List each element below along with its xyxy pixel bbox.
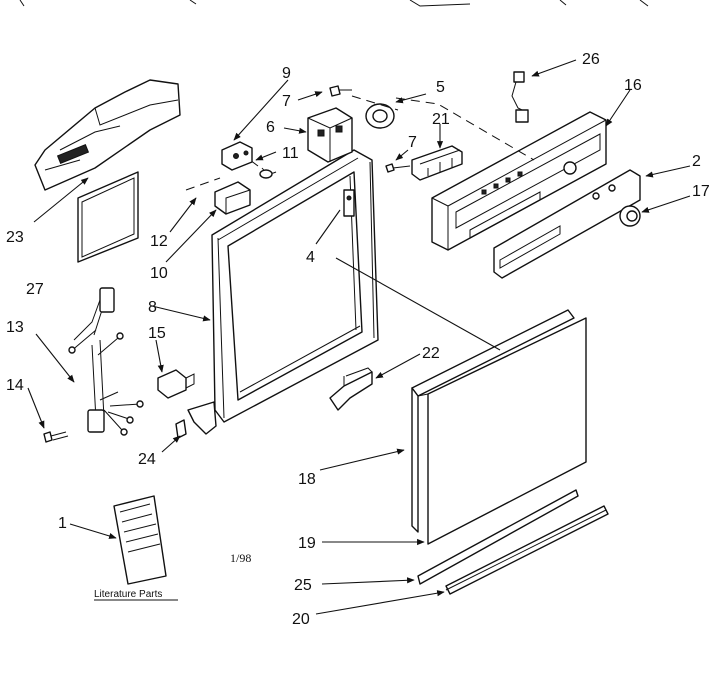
callout-4: 4 (306, 249, 315, 266)
part-14-door-switch (157, 369, 195, 399)
callout-5: 6 (266, 119, 275, 136)
literature-parts-label: Literature Parts (94, 589, 162, 600)
callout-20: 20 (292, 611, 310, 628)
top-edge-fragments (19, 0, 649, 7)
callout-18: 18 (298, 471, 316, 488)
part-23-vent-housing (34, 79, 181, 191)
callout-19: 19 (298, 535, 316, 552)
callout-7-upper: 7 (282, 93, 291, 110)
callout-24: 24 (138, 451, 156, 468)
callout-26: 26 (582, 51, 600, 68)
part-17-knob (619, 205, 641, 227)
part-5-switch-module (307, 107, 353, 163)
leader-lines (27, 59, 691, 615)
part-24-clip (175, 419, 187, 439)
callout-12: 12 (150, 233, 168, 250)
callout-21: 21 (432, 111, 450, 128)
callout-6: 5 (436, 79, 445, 96)
part-20-kick-plate (445, 505, 609, 595)
part-15-screw (43, 431, 69, 443)
callout-9: 9 (282, 65, 291, 82)
callout-16: 16 (624, 77, 642, 94)
part-18-outer-door-panel (411, 309, 587, 545)
callout-1: 1 (58, 515, 67, 532)
part-25-trim-strip (417, 489, 579, 585)
callout-23: 23 (6, 229, 24, 246)
callout-13: 13 (6, 319, 24, 336)
callout-2: 2 (692, 153, 701, 170)
part-2-console-trim (493, 169, 641, 279)
part-11-spring (249, 159, 277, 179)
callout-14: 15 (148, 325, 166, 342)
part-27-insulation-pad (77, 171, 139, 263)
callout-17: 17 (692, 183, 710, 200)
callout-22: 22 (422, 345, 440, 362)
part-7-screw-lower (385, 163, 411, 173)
part-10-latch-bracket (214, 181, 251, 215)
callout-27: 27 (26, 281, 44, 298)
part-7-screw-upper (329, 85, 352, 97)
part-13-wiring-harness (68, 287, 144, 436)
part-16-control-panel (431, 111, 607, 251)
part-22-clip-bracket (329, 367, 373, 411)
part-9-latch-assembly (221, 141, 253, 171)
part-8-door-frame (187, 149, 379, 435)
alignment-lines (185, 95, 535, 351)
part-6-knob (365, 103, 395, 129)
callout-labels: 23 27 13 14 9 7 6 11 5 21 7 26 16 2 17 1… (6, 51, 710, 628)
callout-11: 11 (282, 145, 299, 162)
date-code: 1/98 (230, 551, 251, 565)
part-26-wire-connector (511, 71, 529, 123)
part-21-switch-bracket (411, 145, 463, 181)
part-1-literature (113, 495, 167, 585)
callout-25: 25 (294, 577, 312, 594)
callout-15: 14 (6, 377, 24, 394)
callout-8: 8 (148, 299, 157, 316)
callout-10: 10 (150, 265, 168, 282)
callout-7-lower: 7 (408, 134, 417, 151)
